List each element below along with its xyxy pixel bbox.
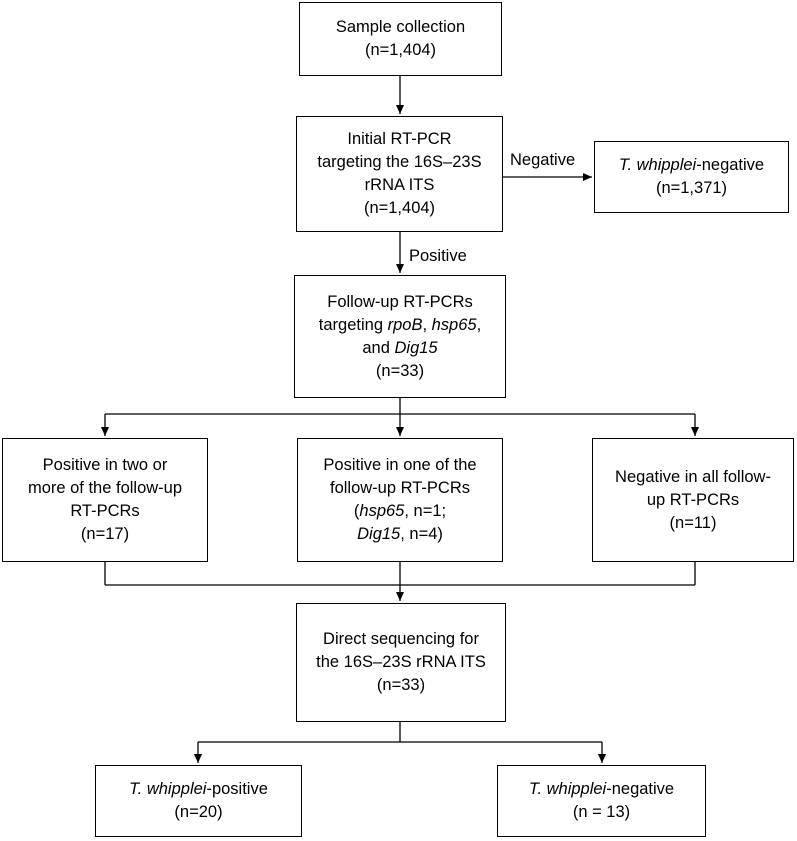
node-text: up RT-PCRs [646, 490, 740, 509]
node-text: T. whipplei-positive [129, 778, 268, 801]
node-count: (n=33) [375, 361, 425, 380]
node-text: more of the follow-up [27, 479, 183, 497]
node-negative-all-follow-up: Negative in all follow- up RT-PCRs (n=11… [592, 438, 794, 562]
edge-label-negative: Negative [510, 151, 576, 169]
node-positive-one-of: Positive in one of the follow-up RT-PCRs… [297, 438, 503, 562]
node-count: (n=1,404) [363, 199, 436, 217]
text-fragment: , [422, 315, 432, 334]
node-follow-up-rt-pcrs: Follow-up RT-PCRs targeting rpoB, hsp65,… [294, 275, 506, 398]
node-count: (n = 13) [572, 803, 631, 821]
node-sample-collection: Sample collection (n=1,404) [299, 2, 502, 76]
node-text: T. whipplei-negative [619, 154, 764, 177]
node-count: (n=11) [669, 513, 717, 532]
node-text: Follow-up RT-PCRs [327, 292, 473, 311]
text-fragment: targeting [318, 315, 388, 334]
node-count: (n=1,404) [364, 41, 437, 59]
node-text: Sample collection [335, 18, 466, 36]
node-count: (n=17) [80, 525, 130, 543]
node-count: (n=33) [376, 676, 426, 694]
gene-name: Dig15 [357, 525, 401, 543]
node-direct-sequencing: Direct sequencing for the 16S–23S rRNA I… [296, 603, 506, 722]
text-fragment: , n=4) [400, 525, 443, 543]
species-name: T. whipplei [618, 156, 697, 174]
gene-name: rpoB [387, 315, 423, 334]
node-initial-rt-pcr: Initial RT-PCR targeting the 16S–23S rRN… [296, 116, 503, 232]
node-tw-negative-final: T. whipplei-negative (n = 13) [497, 765, 706, 837]
label-suffix: -negative [696, 156, 765, 174]
node-text: targeting rpoB, hsp65, [319, 314, 481, 337]
gene-name: hsp65 [359, 502, 405, 520]
text-fragment: , n=1; [404, 502, 447, 520]
node-tw-positive: T. whipplei-positive (n=20) [95, 765, 302, 837]
node-text: Positive in one of the [323, 456, 477, 474]
node-count: (n=20) [174, 803, 223, 821]
node-text: follow-up RT-PCRs [330, 479, 470, 497]
node-text: Direct sequencing for [323, 630, 479, 648]
node-text: Initial RT-PCR [347, 130, 452, 148]
node-tw-negative-initial: T. whipplei-negative (n=1,371) [594, 141, 789, 213]
text-fragment: and [362, 338, 395, 357]
node-text: the 16S–23S rRNA ITS [316, 653, 486, 671]
node-text: Dig15, n=4) [357, 523, 443, 546]
species-name: T. whipplei [129, 780, 207, 798]
gene-name: Dig15 [394, 338, 438, 357]
node-text: and Dig15 [362, 337, 437, 360]
node-text: Positive in two or [42, 456, 168, 474]
species-name: T. whipplei [528, 780, 607, 798]
node-text: T. whipplei-negative [529, 778, 674, 801]
node-count: (n=1,371) [655, 179, 728, 197]
node-text: targeting the 16S–23S [317, 153, 482, 171]
node-text: Negative in all follow- [615, 467, 771, 486]
label-suffix: -negative [606, 780, 675, 798]
text-fragment: , [476, 315, 482, 334]
node-positive-two-or-more: Positive in two or more of the follow-up… [2, 438, 208, 562]
node-text: rRNA ITS [364, 176, 435, 194]
node-text: (hsp65, n=1; [354, 500, 446, 523]
node-text: RT-PCRs [70, 502, 140, 520]
label-suffix: -positive [206, 780, 268, 798]
text-fragment: ( [353, 502, 360, 520]
edge-label-positive: Positive [409, 247, 467, 265]
gene-name: hsp65 [431, 315, 477, 334]
